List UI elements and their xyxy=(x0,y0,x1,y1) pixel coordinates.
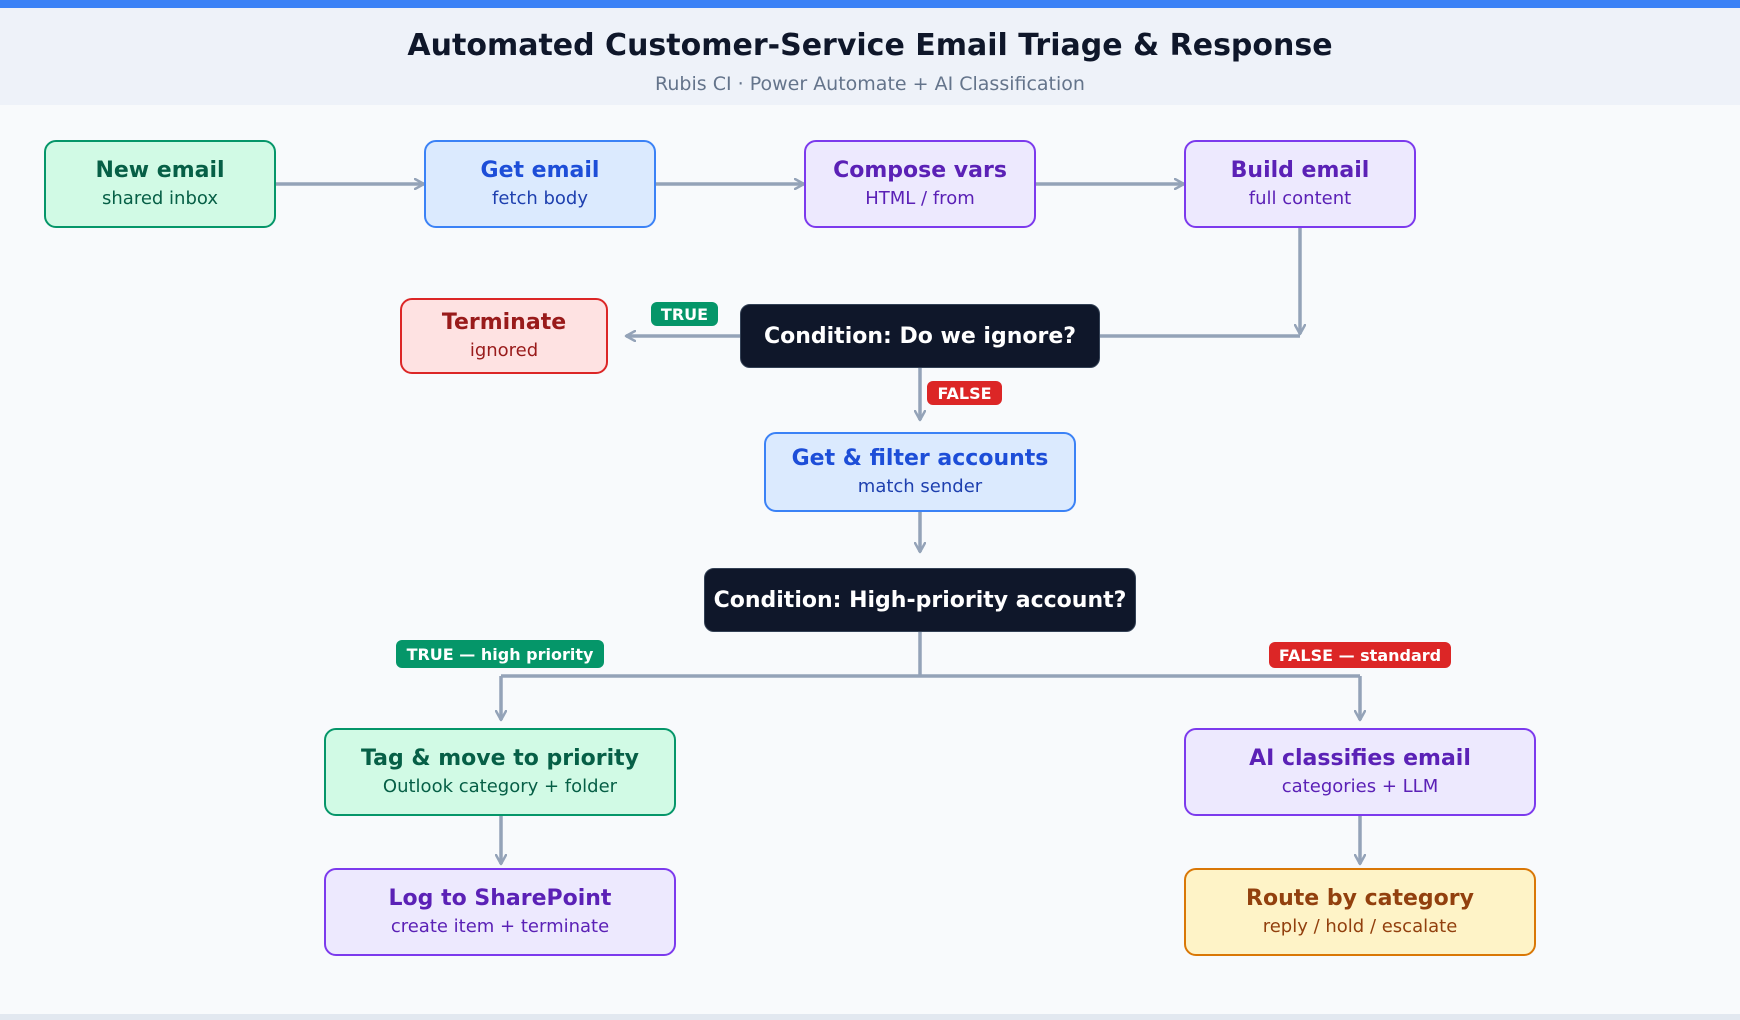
badge-ignore-true: TRUE xyxy=(651,302,718,326)
node-terminate: Terminate ignored xyxy=(400,298,608,374)
node-get-filter-accounts: Get & filter accounts match sender xyxy=(764,432,1076,512)
node-subtitle: HTML / from xyxy=(865,188,975,209)
condition-high-priority: Condition: High-priority account? xyxy=(704,568,1136,632)
node-subtitle: shared inbox xyxy=(102,188,218,209)
node-tag-move-priority: Tag & move to priority Outlook category … xyxy=(324,728,676,816)
page-title: Automated Customer-Service Email Triage … xyxy=(407,28,1333,63)
node-log-sharepoint: Log to SharePoint create item + terminat… xyxy=(324,868,676,956)
node-title: Compose vars xyxy=(833,158,1007,183)
node-title: Log to SharePoint xyxy=(388,886,612,911)
node-title: Get & filter accounts xyxy=(791,446,1049,471)
node-title: New email xyxy=(95,158,225,183)
node-get-email: Get email fetch body xyxy=(424,140,656,228)
node-subtitle: fetch body xyxy=(491,188,588,209)
node-new-email: New email shared inbox xyxy=(44,140,276,228)
node-subtitle: match sender xyxy=(857,476,983,497)
node-title: Terminate xyxy=(441,310,567,335)
badge-priority-false: FALSE — standard xyxy=(1269,642,1451,668)
node-ai-classifies: AI classifies email categories + LLM xyxy=(1184,728,1536,816)
node-title: Build email xyxy=(1230,158,1370,183)
node-subtitle: categories + LLM xyxy=(1281,776,1439,797)
node-subtitle: ignored xyxy=(469,340,539,361)
node-title: Get email xyxy=(480,158,600,183)
node-subtitle: reply / hold / escalate xyxy=(1262,916,1458,937)
badge-priority-true: TRUE — high priority xyxy=(396,640,604,668)
node-subtitle: create item + terminate xyxy=(390,916,610,937)
node-compose-vars: Compose vars HTML / from xyxy=(804,140,1036,228)
node-title: Tag & move to priority xyxy=(360,746,640,771)
node-title: Route by category xyxy=(1246,886,1474,911)
node-route-by-category: Route by category reply / hold / escalat… xyxy=(1184,868,1536,956)
page-subtitle: Rubis CI · Power Automate + AI Classific… xyxy=(655,73,1085,95)
bottom-bar xyxy=(0,1014,1740,1020)
badge-ignore-false: FALSE xyxy=(927,381,1002,405)
condition-ignore: Condition: Do we ignore? xyxy=(740,304,1100,368)
top-accent-bar xyxy=(0,0,1740,8)
node-subtitle: Outlook category + folder xyxy=(382,776,618,797)
node-title: AI classifies email xyxy=(1249,746,1471,771)
node-subtitle: full content xyxy=(1248,188,1352,209)
node-build-email: Build email full content xyxy=(1184,140,1416,228)
header xyxy=(0,8,1740,105)
